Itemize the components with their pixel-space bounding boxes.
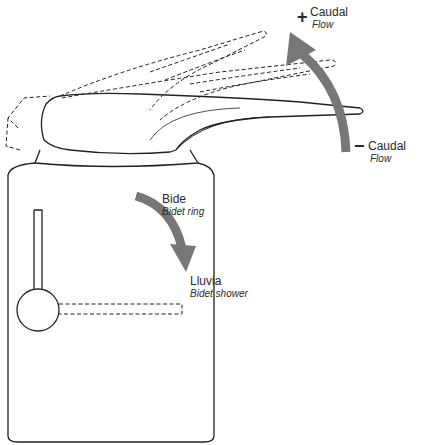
plus-sign: + — [297, 8, 308, 26]
flow-label-en: Flow — [370, 154, 391, 164]
minus-sign: − — [354, 137, 365, 155]
lever-handle — [41, 93, 363, 153]
flow-label: Caudal — [310, 6, 348, 18]
flow-label: Caudal — [368, 140, 406, 152]
mode-label: Bide — [162, 193, 186, 205]
selector-position — [59, 304, 182, 314]
base-body — [8, 163, 214, 442]
mode-label: Lluvia — [190, 275, 221, 287]
mode-label-en: Bidet shower — [190, 289, 248, 299]
flow-arrow — [286, 32, 346, 152]
selector-knob — [17, 289, 59, 331]
neck — [35, 150, 198, 167]
mode-label-en: Bidet ring — [162, 207, 204, 217]
selector-slot — [34, 210, 42, 290]
raised-lever-outline — [6, 32, 335, 151]
flow-label-en: Flow — [312, 20, 333, 30]
